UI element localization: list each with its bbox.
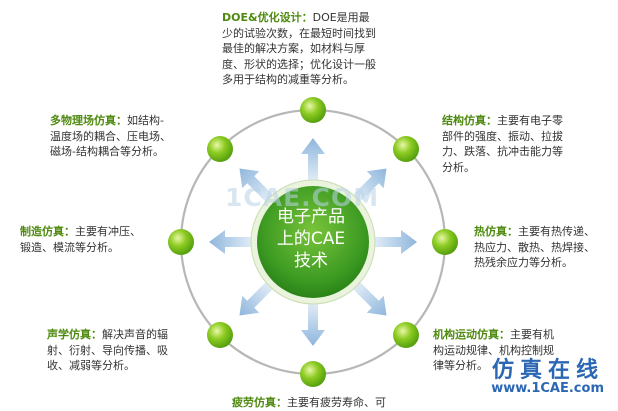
block-thermal-title: 热仿真： <box>474 225 518 238</box>
block-manufacturing: 制造仿真：主要有冲压、 锻造、模流等分析。 <box>20 224 160 255</box>
node-top-right <box>393 136 419 162</box>
block-manufacturing-title: 制造仿真： <box>20 225 75 238</box>
arrow-left <box>209 230 255 254</box>
block-bottom: 疲劳仿真：主要有疲劳寿命、可 <box>232 395 432 411</box>
node-top-left <box>207 136 233 162</box>
node-left <box>168 229 194 255</box>
ring-nodes <box>168 97 458 387</box>
arrow-down-right <box>350 279 387 316</box>
block-thermal-line: 热应力、散热、热焊接、 <box>474 240 595 254</box>
center-label-line3: 技术 <box>294 251 328 271</box>
block-structural-line: 分析。 <box>442 160 475 174</box>
block-mechanism-line: 律等分析。 <box>433 359 488 372</box>
block-mechanism: 机构运动仿真：主要有机 构运动规律、机构控制规 律等分析。 <box>433 327 583 374</box>
block-doe-title: DOE&优化设计： <box>222 11 313 24</box>
block-structural-line: 力、跌落、抗冲击能力等 <box>442 145 563 158</box>
block-mechanism-line: 主要有机 <box>510 328 554 341</box>
node-right <box>432 229 458 255</box>
block-multiphysics-line: 如结构- <box>127 114 164 127</box>
block-structural: 结构仿真：主要有电子零 部件的强度、振动、拉拔 力、跌落、抗冲击能力等 分析。 <box>442 113 592 175</box>
block-doe-line: 度、形状的选择；优化设计一般 <box>222 57 376 71</box>
arrow-up-right <box>350 168 387 205</box>
block-structural-line: 主要有电子零 <box>497 114 563 127</box>
brand-logo: 仿真在线 www.1CAE.com <box>491 358 604 396</box>
block-doe-line: 最佳的解决方案，如材料与厚 <box>222 42 365 55</box>
block-doe: DOE&优化设计：DOE是用最 少的试验次数，在最短时间找到 最佳的解决方案，如… <box>222 10 402 88</box>
block-thermal: 热仿真：主要有热传递、 热应力、散热、热焊接、 热残余应力等分析。 <box>474 224 614 271</box>
block-structural-title: 结构仿真： <box>442 114 497 127</box>
node-bottom-right <box>393 322 419 348</box>
block-acoustic-line: 射、衍射、导向传播、吸 <box>47 343 168 357</box>
block-multiphysics-line: 磁场-结构耦合等分析。 <box>50 145 164 158</box>
block-structural-line: 部件的强度、振动、拉拔 <box>442 129 563 143</box>
node-top <box>300 97 326 123</box>
arrows <box>209 138 417 346</box>
block-doe-line: DOE是用最 <box>312 11 370 24</box>
center-label-line2: 上的CAE <box>276 229 346 249</box>
block-acoustic-line: 收、减弱等分析。 <box>47 359 135 372</box>
block-mechanism-line: 构运动规律、机构控制规 <box>433 343 554 357</box>
block-thermal-line: 热残余应力等分析。 <box>474 256 573 269</box>
block-bottom-title: 疲劳仿真： <box>232 396 287 409</box>
center-label-line1: 电子产品 <box>277 207 345 227</box>
block-manufacturing-line: 锻造、模流等分析。 <box>20 240 119 254</box>
arrow-right <box>371 230 417 254</box>
brand-name: 仿真在线 <box>491 357 604 383</box>
arrow-down-left <box>239 279 276 316</box>
block-multiphysics-title: 多物理场仿真： <box>50 114 127 127</box>
block-manufacturing-line: 主要有冲压、 <box>75 225 141 238</box>
arrow-up <box>301 138 325 184</box>
watermark: 1CAE.COM <box>225 183 380 212</box>
arrow-up-left <box>239 168 276 205</box>
center-hub <box>257 186 369 298</box>
block-doe-line: 少的试验次数，在最短时间找到 <box>222 26 376 40</box>
block-thermal-line: 主要有热传递、 <box>518 225 595 238</box>
center-label: 电子产品 上的CAE 技术 <box>254 206 368 272</box>
block-multiphysics: 多物理场仿真：如结构- 温度场的耦合、压电场、 磁场-结构耦合等分析。 <box>50 113 200 160</box>
block-acoustic-line: 解决声音的辐 <box>102 328 168 341</box>
block-mechanism-title: 机构运动仿真： <box>433 328 510 341</box>
arrow-down <box>301 300 325 346</box>
block-multiphysics-line: 温度场的耦合、压电场、 <box>50 129 171 143</box>
block-bottom-line: 主要有疲劳寿命、可 <box>287 396 386 409</box>
brand-url: www.1CAE.com <box>491 381 604 396</box>
block-acoustic-title: 声学仿真： <box>47 328 102 341</box>
block-acoustic: 声学仿真：解决声音的辐 射、衍射、导向传播、吸 收、减弱等分析。 <box>47 327 197 374</box>
node-bottom <box>300 361 326 387</box>
block-doe-line: 多用于结构的减重等分析。 <box>222 73 354 86</box>
node-bottom-left <box>207 322 233 348</box>
